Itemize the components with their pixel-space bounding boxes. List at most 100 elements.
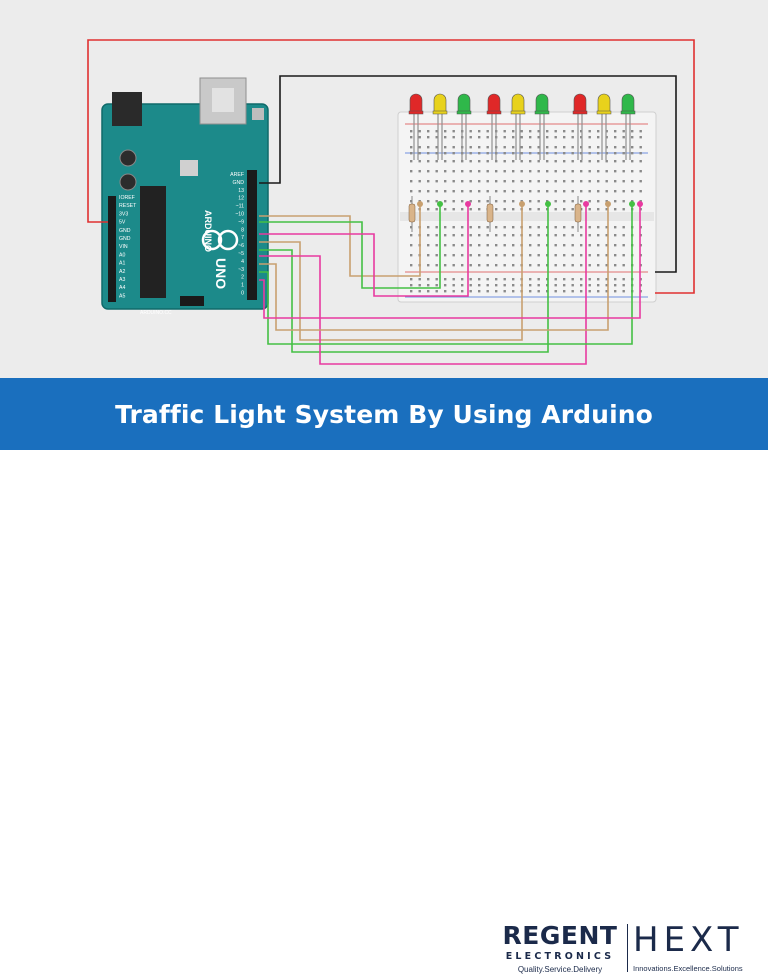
breadboard-hole xyxy=(554,284,557,287)
breadboard-hole xyxy=(469,152,472,155)
breadboard-hole xyxy=(537,190,540,193)
breadboard-hole xyxy=(418,160,421,163)
breadboard-hole xyxy=(410,244,413,247)
breadboard-hole xyxy=(503,190,506,193)
breadboard-hole xyxy=(571,190,574,193)
breadboard-hole xyxy=(571,208,574,211)
right-pin-label: ~3 xyxy=(238,267,244,273)
breadboard-hole xyxy=(554,278,557,281)
breadboard-hole xyxy=(554,290,557,293)
breadboard-hole xyxy=(605,290,608,293)
breadboard-hole xyxy=(614,290,617,293)
breadboard-hole xyxy=(418,152,421,155)
wire-endpoint xyxy=(519,201,525,207)
breadboard-hole xyxy=(605,284,608,287)
breadboard-hole xyxy=(427,254,430,257)
breadboard-hole xyxy=(631,146,634,149)
breadboard-hole xyxy=(427,190,430,193)
breadboard-hole xyxy=(597,244,600,247)
breadboard-hole xyxy=(410,130,413,133)
breadboard-hole xyxy=(622,146,625,149)
breadboard-hole xyxy=(614,244,617,247)
breadboard-hole xyxy=(512,190,515,193)
breadboard-hole xyxy=(435,278,438,281)
breadboard-hole xyxy=(546,146,549,149)
breadboard-hole xyxy=(478,290,481,293)
breadboard-hole xyxy=(537,226,540,229)
breadboard-hole xyxy=(495,278,498,281)
breadboard-hole xyxy=(435,160,438,163)
breadboard-hole xyxy=(469,200,472,203)
breadboard-hole xyxy=(495,170,498,173)
logo-divider xyxy=(627,924,628,972)
breadboard-hole xyxy=(563,234,566,237)
breadboard-hole xyxy=(554,208,557,211)
breadboard-hole xyxy=(410,290,413,293)
breadboard-hole xyxy=(546,190,549,193)
breadboard-hole xyxy=(512,160,515,163)
breadboard-hole xyxy=(461,208,464,211)
breadboard-hole xyxy=(614,200,617,203)
breadboard-hole xyxy=(605,190,608,193)
breadboard-hole xyxy=(537,200,540,203)
breadboard-hole xyxy=(614,152,617,155)
breadboard-hole xyxy=(614,226,617,229)
breadboard-hole xyxy=(537,244,540,247)
breadboard-hole xyxy=(571,200,574,203)
breadboard-hole xyxy=(597,130,600,133)
breadboard-hole xyxy=(537,264,540,267)
breadboard-hole xyxy=(486,278,489,281)
right-pin-label: 12 xyxy=(238,196,244,202)
breadboard-hole xyxy=(452,244,455,247)
breadboard-hole xyxy=(571,160,574,163)
breadboard-hole xyxy=(554,264,557,267)
breadboard-hole xyxy=(605,180,608,183)
breadboard-hole xyxy=(486,152,489,155)
left-pin-label: A0 xyxy=(119,252,125,258)
left-pin-label: IOREF xyxy=(119,195,135,201)
breadboard-hole xyxy=(639,180,642,183)
breadboard-hole xyxy=(486,226,489,229)
led-base xyxy=(486,110,502,115)
wire-endpoint xyxy=(465,201,471,207)
breadboard-hole xyxy=(461,190,464,193)
hext-tagline: Innovations.Excellence.Solutions xyxy=(633,964,743,973)
breadboard-hole xyxy=(554,160,557,163)
breadboard-hole xyxy=(461,290,464,293)
breadboard-hole xyxy=(452,226,455,229)
left-pin-label: 5V xyxy=(119,220,126,226)
breadboard-hole xyxy=(512,264,515,267)
breadboard-hole xyxy=(486,264,489,267)
right-pin-label: 0 xyxy=(241,291,244,297)
breadboard-hole xyxy=(622,170,625,173)
breadboard-hole xyxy=(563,170,566,173)
breadboard-hole xyxy=(461,170,464,173)
breadboard-hole xyxy=(444,130,447,133)
breadboard-hole xyxy=(588,234,591,237)
breadboard-hole xyxy=(631,130,634,133)
breadboard-hole xyxy=(554,244,557,247)
breadboard-hole xyxy=(520,170,523,173)
capacitor xyxy=(119,173,137,191)
breadboard-hole xyxy=(529,234,532,237)
breadboard-hole xyxy=(639,190,642,193)
breadboard-hole xyxy=(597,208,600,211)
signal-wire xyxy=(259,204,421,277)
led-base xyxy=(456,110,472,115)
breadboard-hole xyxy=(444,180,447,183)
breadboard-hole xyxy=(580,278,583,281)
breadboard-hole xyxy=(588,254,591,257)
breadboard-hole xyxy=(580,284,583,287)
breadboard-hole xyxy=(444,254,447,257)
breadboard-hole xyxy=(418,170,421,173)
breadboard-hole xyxy=(537,290,540,293)
breadboard-hole xyxy=(427,264,430,267)
breadboard-hole xyxy=(427,284,430,287)
breadboard-hole xyxy=(452,136,455,139)
breadboard-hole xyxy=(427,234,430,237)
breadboard-hole xyxy=(580,136,583,139)
breadboard-hole xyxy=(452,234,455,237)
breadboard-hole xyxy=(469,208,472,211)
breadboard-hole xyxy=(639,136,642,139)
led-base xyxy=(620,110,636,115)
